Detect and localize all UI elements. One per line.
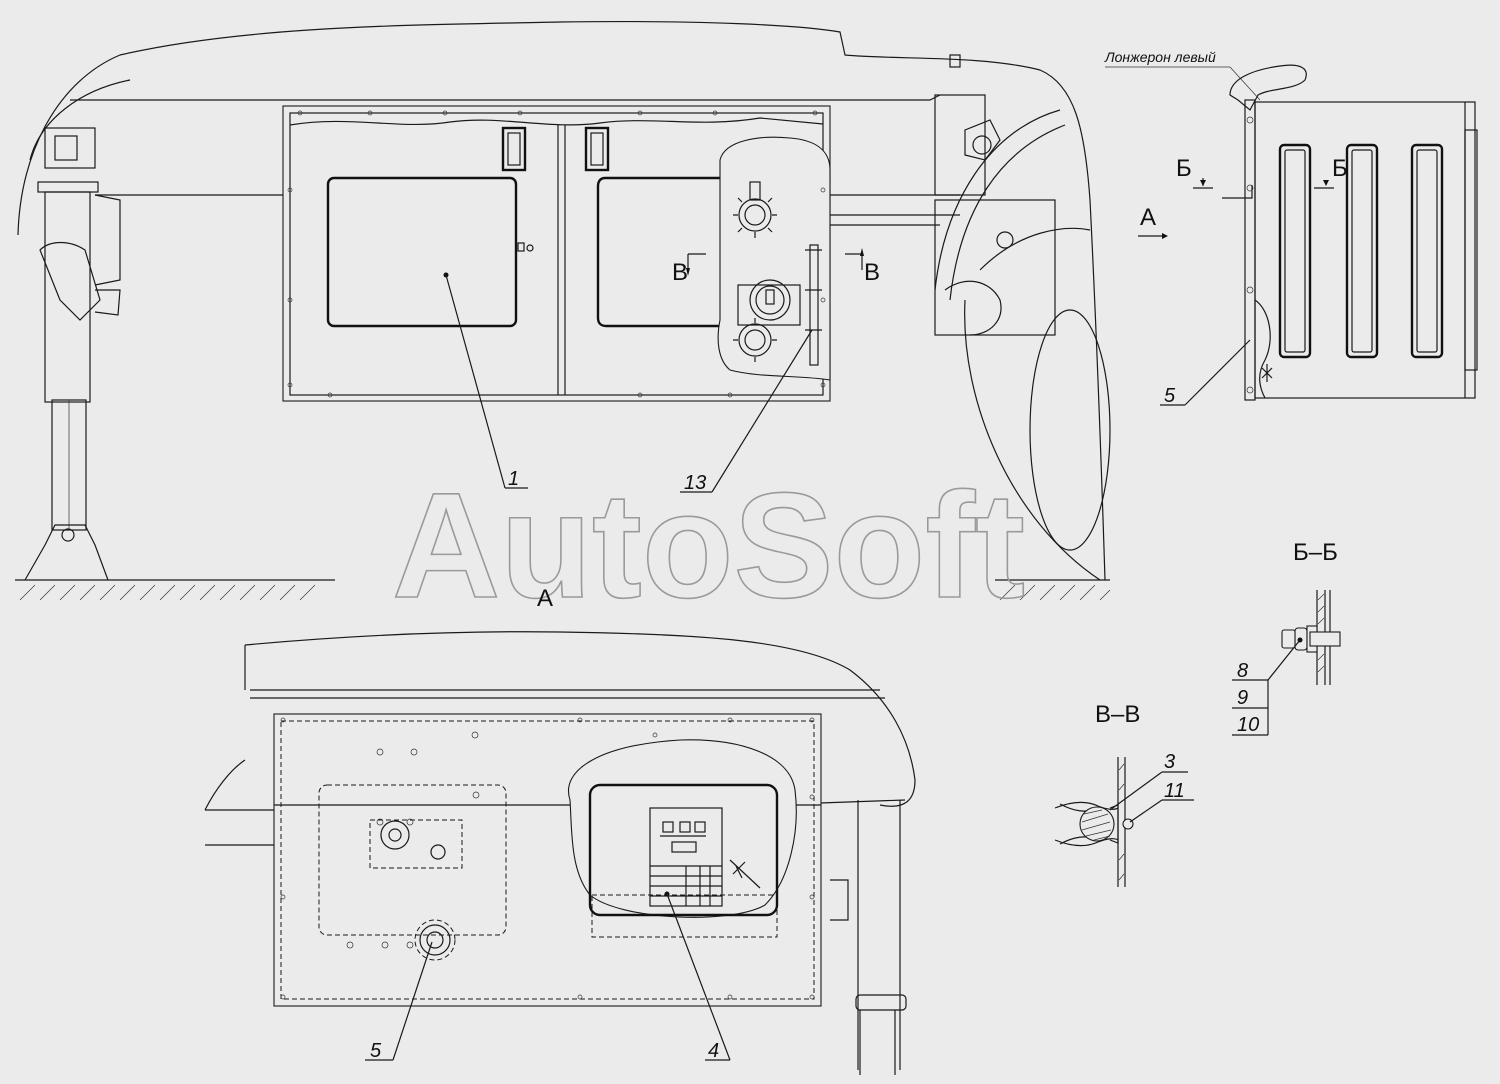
battery-box-right-door-panel [596, 176, 720, 328]
view-a: A [204, 585, 916, 1075]
callout-5-bottom: 5 [370, 1040, 382, 1062]
note-longeron-left: Лонжерон левый [1104, 49, 1216, 65]
callout-13: 13 [684, 472, 706, 494]
left-door-handle [501, 126, 527, 172]
battery-cap-top [733, 181, 777, 238]
callout-1: 1 [508, 468, 519, 490]
cut-label-b-right: Б [1332, 155, 1348, 182]
clamp-rod [809, 244, 819, 366]
view-a-title: A [537, 585, 553, 612]
watermark: AutoSoft [392, 461, 1025, 629]
callout-11: 11 [1164, 780, 1185, 802]
view-a-cutaway [568, 739, 797, 918]
view-arrow-a-label: A [1140, 204, 1156, 231]
callout-9: 9 [1237, 687, 1248, 709]
section-bb-title: Б–Б [1293, 539, 1338, 566]
callout-3: 3 [1164, 751, 1175, 773]
cut-label-v-left: В [672, 259, 688, 286]
cut-label-b-left: Б [1176, 155, 1192, 182]
battery-cap-bottom [733, 279, 801, 362]
callout-5-top: 5 [1164, 385, 1176, 407]
battery-box-left-door-panel [326, 176, 518, 328]
battery-cutaway-region [717, 136, 831, 381]
section-bb: Б–Б 8 9 10 [1232, 539, 1341, 736]
callout-10: 10 [1237, 714, 1259, 736]
battery-box-side-outline [1254, 101, 1476, 399]
side-detail-view: Лонжерон левый Б Б A 5 [1104, 49, 1478, 407]
section-vv: В–В 3 11 [1054, 701, 1194, 887]
cut-label-v-right: В [864, 259, 880, 286]
main-side-view: В В 1 13 [15, 20, 1111, 601]
callout-8: 8 [1237, 660, 1248, 682]
callout-4: 4 [708, 1040, 719, 1062]
section-vv-title: В–В [1095, 701, 1140, 728]
right-door-handle [584, 126, 610, 172]
